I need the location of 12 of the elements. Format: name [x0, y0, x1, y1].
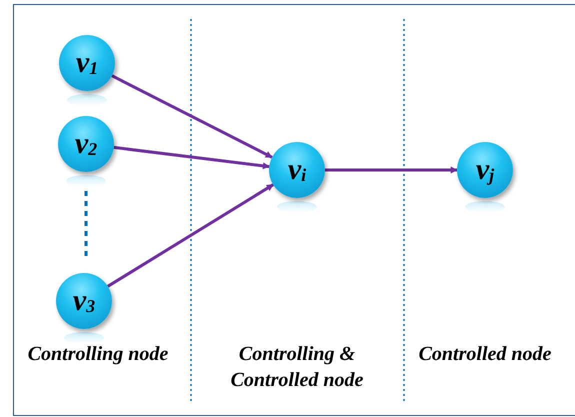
- arrow: [107, 183, 274, 288]
- arrow: [325, 166, 458, 174]
- node-circle: v$_{2}$: [58, 116, 114, 172]
- node-circle: v$_{i}$: [269, 142, 325, 198]
- arrow: [114, 146, 270, 170]
- arrow: [111, 74, 273, 159]
- node-circle: v$_{3}$: [56, 273, 112, 329]
- column-label: Controlling & Controlled node: [230, 342, 364, 393]
- node-circle: v$_{1}$: [59, 35, 115, 91]
- node-circle: v$_{j}$: [457, 142, 513, 198]
- column-label: Controlling node: [26, 342, 170, 367]
- column-label: Controlled node: [418, 342, 552, 367]
